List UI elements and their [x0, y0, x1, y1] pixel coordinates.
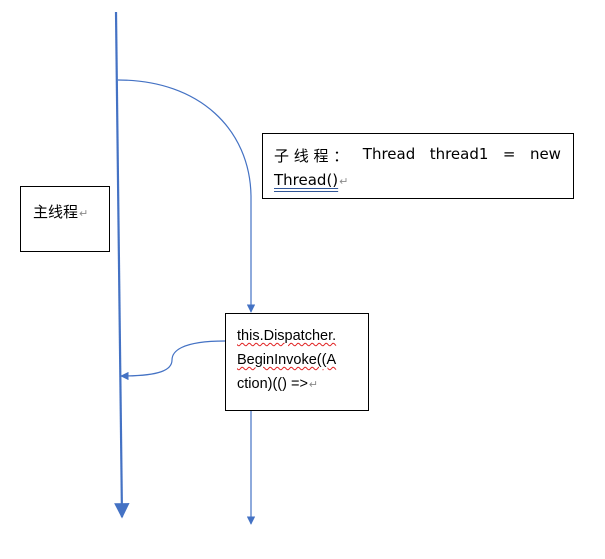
- dispatcher-line1: this.Dispatcher.: [237, 328, 337, 344]
- child-thread-line2: Thread()↵: [274, 171, 348, 189]
- invoke-return-curve: [120, 340, 226, 381]
- code-token-thread1: thread1: [429, 145, 489, 163]
- code-token-equals: =: [502, 145, 516, 163]
- dispatcher-line3: ction)(() =>: [237, 376, 308, 392]
- code-token-thread-type: Thread: [362, 145, 416, 163]
- main-thread-text: 主线程: [33, 203, 79, 221]
- fork-arc: [117, 79, 256, 313]
- paragraph-mark-icon: ↵: [339, 175, 349, 188]
- main-thread-box: 主线程↵: [20, 186, 110, 252]
- child-thread-label: 子 线 程 ：: [274, 147, 349, 165]
- child-thread-box: 子 线 程 ： Thread thread1 = new Thread()↵: [262, 133, 574, 199]
- child-thread-line1: 子 线 程 ： Thread thread1 = new: [274, 145, 561, 166]
- paragraph-mark-icon: ↵: [79, 207, 89, 220]
- main-thread-label: 主线程↵: [33, 201, 88, 222]
- dispatcher-code: this.Dispatcher. BeginInvoke((A ction)((…: [237, 324, 336, 397]
- code-token-new: new: [529, 145, 561, 163]
- code-token-thread-ctor: Thread(): [274, 171, 339, 189]
- paragraph-mark-icon: ↵: [308, 379, 319, 391]
- main-thread-line: [114, 11, 130, 519]
- dispatcher-line2: BeginInvoke((A: [237, 352, 337, 368]
- dispatcher-box: this.Dispatcher. BeginInvoke((A ction)((…: [225, 313, 369, 411]
